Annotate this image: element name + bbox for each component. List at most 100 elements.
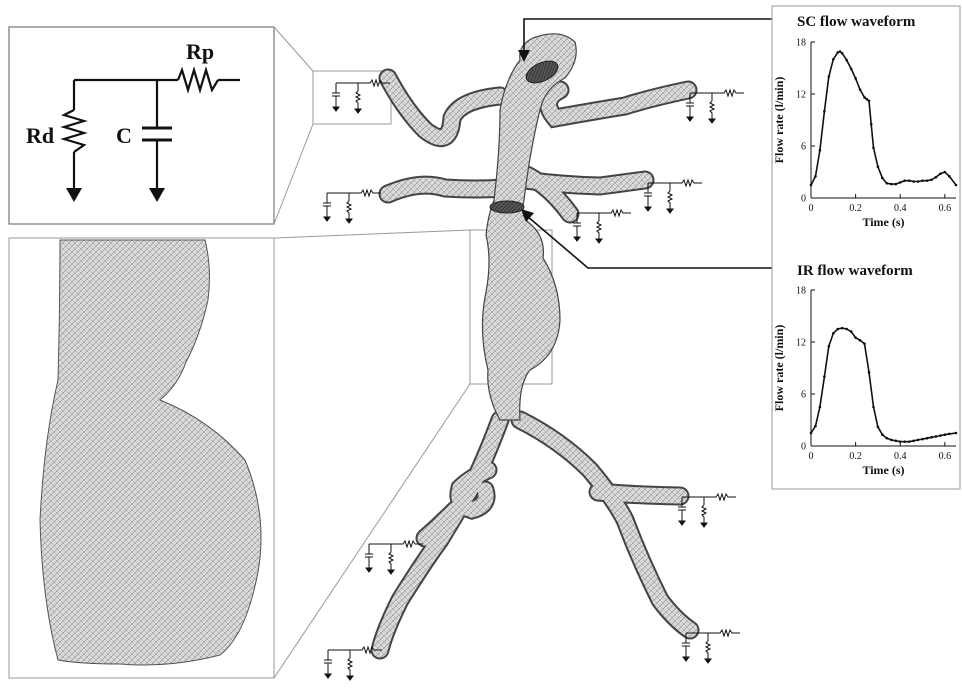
data-point bbox=[894, 183, 897, 186]
data-point bbox=[908, 179, 911, 182]
data-point bbox=[935, 435, 938, 438]
y-axis-label: Flow rate (l/min) bbox=[772, 77, 786, 164]
data-point bbox=[939, 172, 942, 175]
x-tick-label: 0 bbox=[809, 203, 814, 214]
data-point bbox=[944, 171, 947, 174]
data-point bbox=[881, 177, 884, 180]
aneurysm-zoom-panel bbox=[9, 238, 274, 678]
data-point bbox=[832, 58, 835, 61]
x-tick-label: 0.2 bbox=[849, 203, 862, 214]
y-axis-label: Flow rate (l/min) bbox=[772, 325, 786, 412]
x-tick-label: 0.6 bbox=[939, 451, 952, 462]
data-point bbox=[912, 180, 915, 183]
data-point bbox=[926, 179, 929, 182]
circuit-zoom-lines bbox=[274, 27, 313, 224]
data-point bbox=[894, 440, 897, 443]
data-point bbox=[877, 426, 880, 429]
data-point bbox=[890, 439, 893, 442]
data-point bbox=[935, 176, 938, 179]
data-point bbox=[841, 327, 844, 330]
data-point bbox=[823, 110, 826, 113]
label-c: C bbox=[116, 123, 132, 148]
data-point bbox=[836, 51, 839, 54]
data-point bbox=[870, 123, 873, 126]
data-point bbox=[926, 437, 929, 440]
data-point bbox=[836, 328, 839, 331]
data-point bbox=[859, 339, 862, 342]
data-point bbox=[868, 100, 871, 103]
aorta-vessel-model bbox=[380, 34, 690, 650]
data-point bbox=[823, 375, 826, 378]
data-point bbox=[912, 440, 915, 443]
data-point bbox=[819, 406, 822, 409]
data-point bbox=[917, 439, 920, 442]
data-point bbox=[863, 342, 866, 345]
label-rp: Rp bbox=[186, 39, 214, 64]
data-point bbox=[921, 179, 924, 182]
data-point bbox=[899, 440, 902, 443]
data-point bbox=[854, 77, 857, 80]
x-tick-label: 0.4 bbox=[894, 451, 907, 462]
y-tick-label: 6 bbox=[801, 142, 806, 153]
y-tick-label: 0 bbox=[801, 194, 806, 205]
y-tick-label: 6 bbox=[801, 390, 806, 401]
y-tick-label: 18 bbox=[796, 38, 806, 49]
x-axis-label: Time (s) bbox=[862, 215, 904, 229]
data-point bbox=[921, 438, 924, 441]
outlet-bc-mesenteric bbox=[573, 210, 631, 243]
waveform-panel-frame bbox=[772, 6, 960, 489]
data-point bbox=[930, 436, 933, 439]
ir-callout-line bbox=[527, 216, 772, 268]
data-point bbox=[814, 425, 817, 428]
data-point bbox=[899, 181, 902, 184]
data-point bbox=[854, 336, 857, 339]
label-rd: Rd bbox=[26, 123, 54, 148]
ir-measurement-plane bbox=[490, 201, 524, 213]
data-point bbox=[832, 332, 835, 335]
data-point bbox=[872, 406, 875, 409]
data-point bbox=[863, 96, 866, 99]
data-point bbox=[845, 59, 848, 62]
data-point bbox=[890, 183, 893, 186]
data-point bbox=[908, 440, 911, 443]
data-point bbox=[886, 182, 889, 185]
data-point bbox=[868, 371, 871, 374]
data-point bbox=[841, 52, 844, 55]
data-point bbox=[810, 184, 813, 187]
data-point bbox=[859, 88, 862, 91]
x-axis-label: Time (s) bbox=[862, 463, 904, 477]
data-point bbox=[948, 433, 951, 436]
data-point bbox=[865, 98, 868, 101]
x-tick-label: 0.4 bbox=[894, 203, 907, 214]
y-tick-label: 12 bbox=[796, 90, 806, 101]
sc-waveform-title: SC flow waveform bbox=[797, 14, 916, 30]
aneurysm-zoom-lines bbox=[274, 230, 470, 678]
data-point bbox=[828, 345, 831, 348]
data-point bbox=[903, 179, 906, 182]
outlet-bc-left-renal bbox=[323, 190, 381, 223]
data-point bbox=[939, 434, 942, 437]
ir-callout bbox=[521, 209, 772, 268]
data-point bbox=[839, 50, 842, 53]
ir-waveform-title: IR flow waveform bbox=[797, 263, 913, 279]
x-tick-label: 0.6 bbox=[939, 203, 952, 214]
data-point bbox=[877, 166, 880, 169]
data-point bbox=[881, 433, 884, 436]
y-tick-label: 0 bbox=[801, 442, 806, 453]
data-point bbox=[930, 179, 933, 182]
y-tick-label: 12 bbox=[796, 338, 806, 349]
data-point bbox=[917, 180, 920, 183]
data-point bbox=[828, 75, 831, 78]
data-point bbox=[886, 437, 889, 440]
y-tick-label: 18 bbox=[796, 286, 806, 297]
data-point bbox=[944, 433, 947, 436]
data-point bbox=[955, 432, 958, 435]
data-point bbox=[810, 432, 813, 435]
data-point bbox=[872, 146, 875, 149]
data-point bbox=[845, 328, 848, 331]
x-tick-label: 0 bbox=[809, 451, 814, 462]
data-point bbox=[903, 440, 906, 443]
data-point bbox=[814, 175, 817, 178]
data-point bbox=[850, 330, 853, 333]
